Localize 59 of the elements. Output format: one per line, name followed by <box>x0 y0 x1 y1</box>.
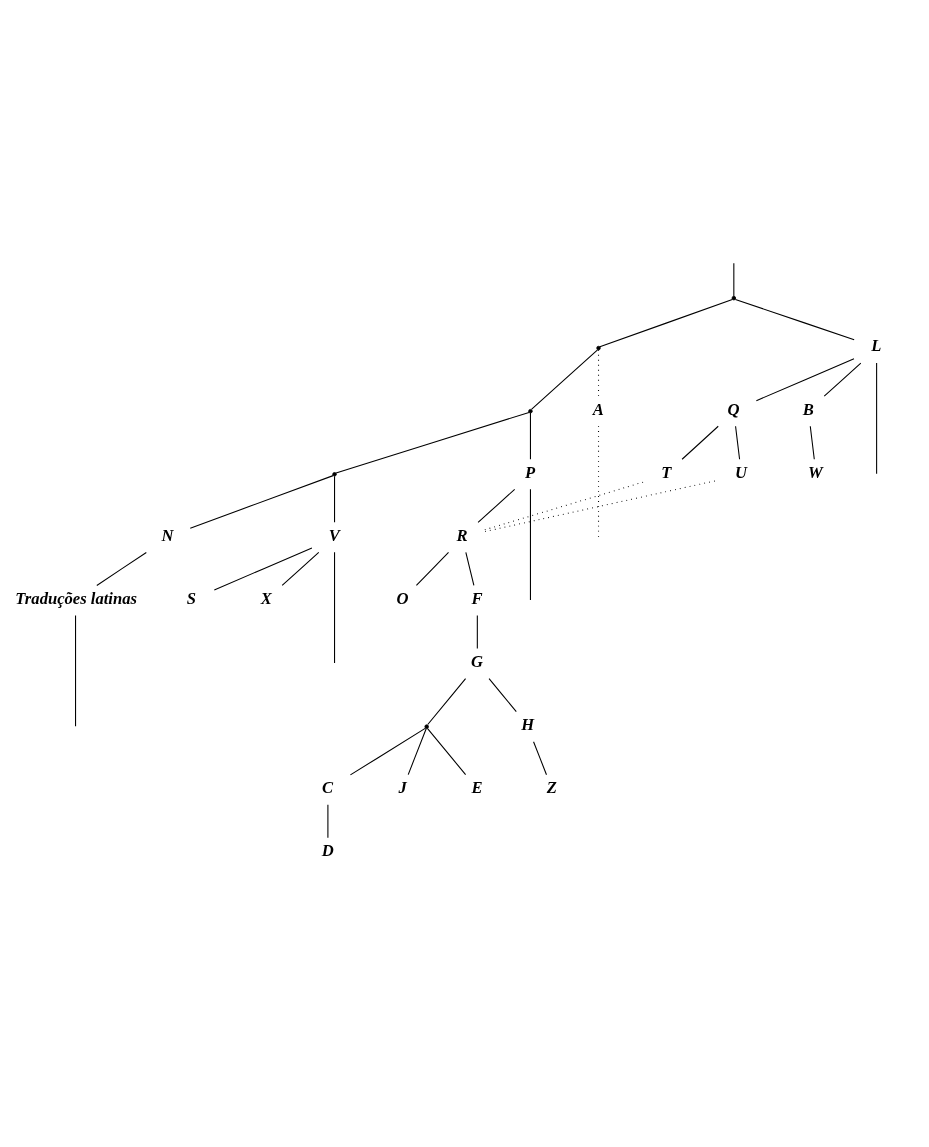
node-text: C <box>322 777 334 797</box>
node-text: H <box>521 714 535 734</box>
connector <box>733 262 735 297</box>
node-text: P <box>525 462 536 482</box>
connector <box>823 362 862 397</box>
connector <box>96 551 147 586</box>
node-text: Z <box>546 777 557 797</box>
connector <box>334 475 336 523</box>
connector <box>809 425 815 460</box>
node-point <box>731 295 737 300</box>
node-text: E <box>471 777 483 797</box>
connector <box>530 348 599 410</box>
connector <box>426 727 467 775</box>
node-text: T <box>661 462 672 482</box>
connector <box>599 298 733 347</box>
node-point <box>332 471 337 476</box>
node-text: X <box>260 588 272 608</box>
connector <box>465 551 475 586</box>
node-text: J <box>398 777 407 797</box>
connector <box>598 425 600 537</box>
connector <box>681 425 719 460</box>
node-text: Q <box>727 399 740 418</box>
node-text: G <box>471 651 484 671</box>
connector <box>349 727 427 775</box>
connector <box>876 362 878 474</box>
node-text: B <box>802 399 814 418</box>
node-text: V <box>328 525 340 545</box>
connector <box>407 727 427 775</box>
node-text: S <box>186 588 197 608</box>
connector <box>533 740 547 775</box>
node-point <box>596 345 601 350</box>
node-point <box>528 408 533 413</box>
node-text: A <box>592 399 604 418</box>
connector <box>735 425 741 460</box>
node-text: W <box>808 462 823 482</box>
connector <box>755 357 855 401</box>
connector <box>427 677 467 725</box>
node-text: L <box>871 335 882 355</box>
node-text: U <box>735 462 748 482</box>
connector <box>75 614 77 727</box>
node-text: N <box>161 525 174 545</box>
node-point <box>424 723 429 729</box>
node-text: R <box>456 525 468 545</box>
connector <box>488 677 517 712</box>
connector <box>477 488 516 523</box>
node-text: Traduções latinas <box>15 588 137 608</box>
connector <box>734 298 855 340</box>
node-text: D <box>321 840 334 860</box>
connector <box>529 412 531 460</box>
connector <box>476 614 478 649</box>
connector <box>281 551 320 586</box>
connector <box>189 474 334 529</box>
connector <box>529 488 531 600</box>
connector <box>334 551 336 664</box>
node-text: F <box>471 588 483 608</box>
connector <box>415 551 450 586</box>
node-text: O <box>396 588 409 608</box>
connector <box>335 411 530 473</box>
connector <box>213 546 313 590</box>
